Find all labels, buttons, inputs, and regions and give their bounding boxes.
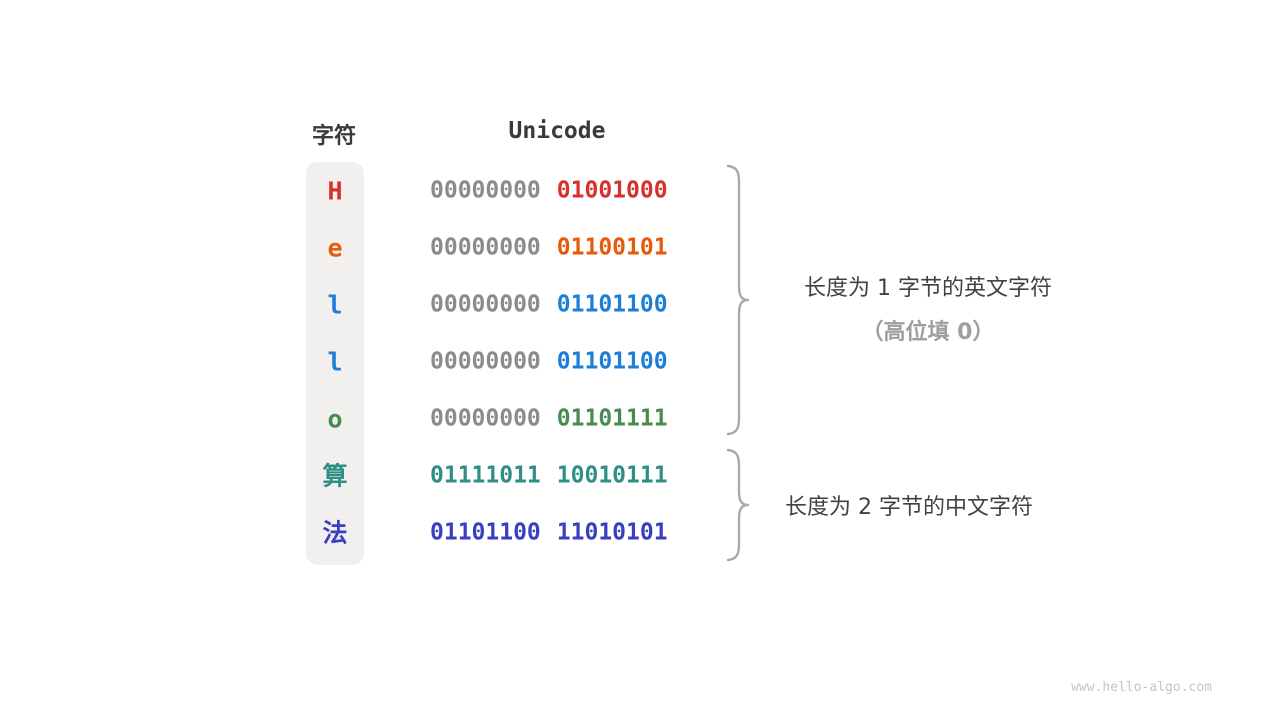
- unicode-binary-value: 01111011 10010111: [430, 462, 668, 489]
- english-chars-label-line1: 长度为 1 字节的英文字符: [804, 276, 1052, 301]
- chinese-chars-label: 长度为 2 字节的中文字符: [785, 495, 1033, 520]
- unicode-binary-value: 00000000 01101100: [430, 348, 668, 375]
- unicode-binary-value: 00000000 01100101: [430, 234, 668, 261]
- low-byte: 10010111: [556, 462, 668, 489]
- character-cell: 算: [322, 461, 348, 491]
- unicode-binary-value: 00000000 01101100: [430, 291, 668, 318]
- high-byte: 01101100: [430, 519, 541, 546]
- low-byte: 01001000: [556, 177, 668, 204]
- character-cell: H: [327, 176, 343, 206]
- unicode-binary-value: 01101100 11010101: [430, 519, 668, 546]
- character-cell: o: [327, 404, 343, 434]
- column-header-character: 字符: [311, 124, 357, 149]
- low-byte: 01101100: [556, 348, 668, 375]
- english-chars-label-line2: （高位填 0）: [861, 320, 995, 345]
- low-byte: 01100101: [556, 234, 668, 261]
- character-cell: l: [327, 347, 343, 377]
- character-column-background: [306, 162, 364, 565]
- watermark: www.hello-algo.com: [1071, 680, 1212, 695]
- character-cell: l: [327, 290, 343, 320]
- character-cell: e: [327, 233, 343, 263]
- high-byte: 00000000: [430, 291, 541, 318]
- high-byte: 00000000: [430, 234, 541, 261]
- unicode-binary-value: 00000000 01001000: [430, 177, 668, 204]
- character-cell: 法: [322, 518, 348, 548]
- low-byte: 01101100: [556, 291, 668, 318]
- high-byte: 01111011: [430, 462, 541, 489]
- english-chars-label: 长度为 1 字节的英文字符 （高位填 0）: [804, 270, 1052, 346]
- brace-english-group: [726, 164, 750, 436]
- unicode-binary-value: 00000000 01101111: [430, 405, 668, 432]
- high-byte: 00000000: [430, 348, 541, 375]
- low-byte: 01101111: [556, 405, 668, 432]
- low-byte: 11010101: [556, 519, 668, 546]
- high-byte: 00000000: [430, 177, 541, 204]
- column-header-unicode: Unicode: [508, 118, 606, 144]
- high-byte: 00000000: [430, 405, 541, 432]
- brace-chinese-group: [726, 448, 750, 562]
